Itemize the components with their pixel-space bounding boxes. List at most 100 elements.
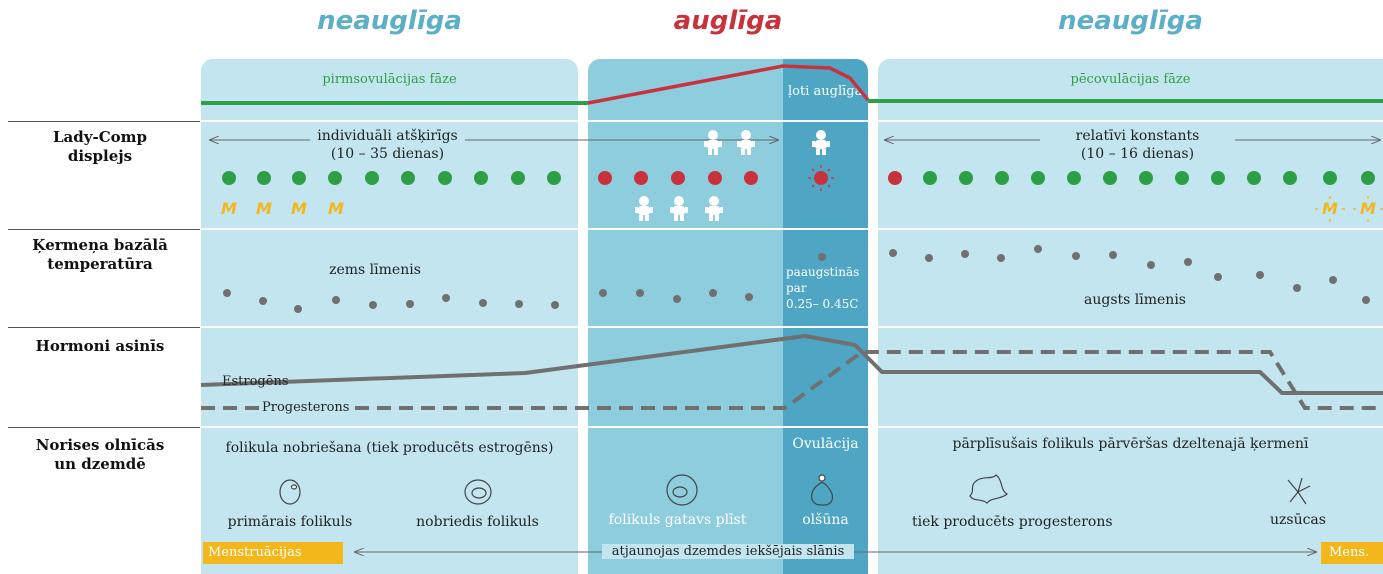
m-symbol: M xyxy=(291,199,307,218)
temp-dot xyxy=(406,300,414,308)
label-separator xyxy=(8,229,200,230)
row-label-display: Lady-Comp displejs xyxy=(53,128,147,165)
red-dot-blinking xyxy=(814,171,828,185)
m-symbol-blinking: M xyxy=(1322,199,1338,218)
temp-dot xyxy=(709,289,717,297)
corpus-luteum-title: pārplīsušais folikuls pārvēršas dzeltena… xyxy=(952,436,1309,452)
temp-dot xyxy=(961,250,969,258)
corpus-luteum-icon xyxy=(969,474,1009,504)
temp-dot xyxy=(1362,296,1370,304)
m-blink-rays-icon xyxy=(1315,196,1383,222)
row-separator xyxy=(201,120,1383,122)
right-duration-line-1: relatīvi konstants xyxy=(1075,128,1200,144)
green-dot xyxy=(1247,171,1261,185)
ready-follicle-icon xyxy=(666,474,698,506)
temp-rise-line-2: par xyxy=(786,281,807,295)
very-fertile-label: ļoti auglīga xyxy=(788,84,863,99)
primary-follicle-label: primārais folikuls xyxy=(227,514,353,530)
blink-rays-icon xyxy=(808,165,834,191)
temp-dot xyxy=(442,294,450,302)
primary-follicle-icon xyxy=(279,479,301,505)
mature-follicle-label: nobriedis folikuls xyxy=(416,514,539,530)
uterine-lining-label: atjaunojas dzemdes iekšējais slānis xyxy=(602,544,854,559)
egg-icon xyxy=(811,482,833,506)
phase-title-fertile: auglīga xyxy=(673,6,783,36)
red-dot xyxy=(598,171,612,185)
progesterone-label: Progesterons xyxy=(260,400,352,415)
temp-dot xyxy=(745,293,753,301)
pre-ovulation-phase-label: pirmsovulācijas fāze xyxy=(322,72,457,87)
mature-follicle-icon xyxy=(464,479,492,505)
temp-dot xyxy=(1184,258,1192,266)
temp-dot xyxy=(1214,273,1222,281)
baby-icon xyxy=(704,130,722,155)
green-dot xyxy=(1283,171,1297,185)
left-duration-line-2: (10 – 35 dienas) xyxy=(330,146,445,162)
label-separator xyxy=(8,427,200,428)
progesterone-produced-label: tiek producēts progesterons xyxy=(912,514,1113,530)
green-dot xyxy=(1323,171,1337,185)
green-dot xyxy=(474,171,488,185)
temp-dot xyxy=(1293,284,1301,292)
phase-title-infertile-right: neauglīga xyxy=(1058,6,1203,36)
post-ovulation-phase-label: pēcovulācijas fāze xyxy=(1070,72,1191,87)
temp-dot xyxy=(636,289,644,297)
menstruation-bar-right: Mens. xyxy=(1321,542,1383,564)
green-dot xyxy=(1031,171,1045,185)
progesterone-curve xyxy=(201,350,1383,410)
temp-rise-line-3: 0.25– 0.45C xyxy=(786,297,859,311)
baby-icon xyxy=(635,196,653,221)
follicle-maturation-title: folikula nobriešana (tiek producēts estr… xyxy=(225,440,554,456)
m-symbol-blinking: M xyxy=(1360,199,1376,218)
baby-icon xyxy=(670,196,688,221)
red-dot xyxy=(634,171,648,185)
temperature-dots xyxy=(223,245,1370,313)
green-dot xyxy=(1103,171,1117,185)
temp-dot xyxy=(1109,251,1117,259)
temp-dot xyxy=(259,297,267,305)
temp-dot xyxy=(1072,252,1080,260)
menstruation-bar-left: Menstruācijas xyxy=(203,542,343,564)
temp-dot xyxy=(332,296,340,304)
temp-dot xyxy=(889,249,897,257)
temp-dot xyxy=(673,295,681,303)
green-dot xyxy=(547,171,561,185)
baby-icons xyxy=(635,130,830,221)
row-separator xyxy=(201,426,1383,428)
gap-fertile-post xyxy=(868,59,878,574)
green-dot xyxy=(1361,171,1375,185)
green-dot xyxy=(257,171,271,185)
green-dot xyxy=(1139,171,1153,185)
m-symbol: M xyxy=(256,199,272,218)
fertility-curve-red xyxy=(587,64,870,105)
green-dot xyxy=(959,171,973,185)
green-dot xyxy=(1175,171,1189,185)
ready-follicle-label: folikuls gatavs plīst xyxy=(608,512,747,528)
label-separator xyxy=(8,327,200,328)
red-dot xyxy=(888,171,902,185)
label-separator xyxy=(8,121,200,122)
estrogen-curve xyxy=(200,334,1383,395)
red-dot xyxy=(671,171,685,185)
row-label-processes: Norises olnīcās un dzemdē xyxy=(35,436,165,473)
red-dot xyxy=(744,171,758,185)
row-separator xyxy=(201,228,1383,230)
temp-dot xyxy=(515,300,523,308)
temp-dot xyxy=(599,289,607,297)
temp-dot xyxy=(1147,261,1155,269)
absorbed-icon xyxy=(1287,477,1311,505)
temp-dot xyxy=(997,254,1005,262)
green-dot xyxy=(222,171,236,185)
temp-dot xyxy=(925,254,933,262)
temp-rise-line-1: paaugstinās xyxy=(786,265,860,279)
temp-dot xyxy=(1034,245,1042,253)
green-dot xyxy=(292,171,306,185)
temp-dot xyxy=(223,289,231,297)
green-dot xyxy=(328,171,342,185)
temp-dot xyxy=(818,253,826,261)
estrogen-label: Estrogēns xyxy=(222,374,289,389)
left-duration-line-1: individuāli atšķirīgs xyxy=(317,128,458,144)
temp-dot xyxy=(369,301,377,309)
absorbed-label: uzsūcas xyxy=(1270,512,1326,528)
follicle-icons xyxy=(279,474,1311,506)
